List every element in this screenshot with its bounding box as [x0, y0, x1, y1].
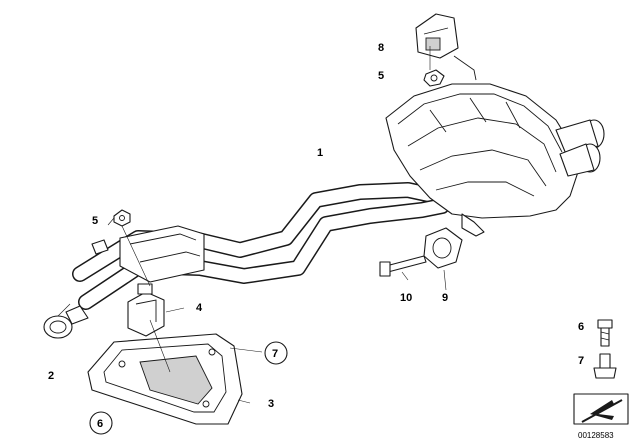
- callout-1: 1: [317, 147, 323, 159]
- callout-6-legend: 6: [578, 321, 584, 333]
- callout-10: 10: [400, 292, 412, 304]
- rear-silencer-icon: [385, 83, 605, 237]
- nut-icon: [113, 209, 131, 227]
- callout-8: 8: [378, 42, 384, 54]
- bolt-icon: [597, 319, 613, 347]
- heat-shield-icon: [87, 333, 243, 425]
- bolt-icon: [379, 255, 427, 277]
- leader-lines: [57, 46, 447, 404]
- bracket-icon: [127, 283, 165, 337]
- callout-7-legend: 7: [578, 355, 584, 367]
- callout-6-circle: [89, 411, 113, 435]
- document-id: 00128583: [578, 431, 614, 440]
- arrow-icon: [573, 393, 629, 425]
- callout-7-circled: 7: [272, 348, 278, 360]
- exhaust-pipe-assembly: [72, 182, 450, 310]
- callout-9: 9: [442, 292, 448, 304]
- callout-3: 3: [268, 398, 274, 410]
- callout-5-upper: 5: [378, 70, 384, 82]
- rubber-mount-icon: [415, 13, 477, 81]
- nut-icon: [593, 353, 617, 379]
- callout-2: 2: [48, 370, 54, 382]
- clamp-icon: [43, 305, 89, 339]
- rubber-mount-icon: [423, 227, 463, 269]
- nut-icon: [423, 69, 445, 87]
- callout-4: 4: [196, 302, 203, 314]
- callout-5-left: 5: [92, 215, 98, 227]
- callout-7-circle: [264, 341, 288, 365]
- callout-6-circled: 6: [97, 418, 103, 430]
